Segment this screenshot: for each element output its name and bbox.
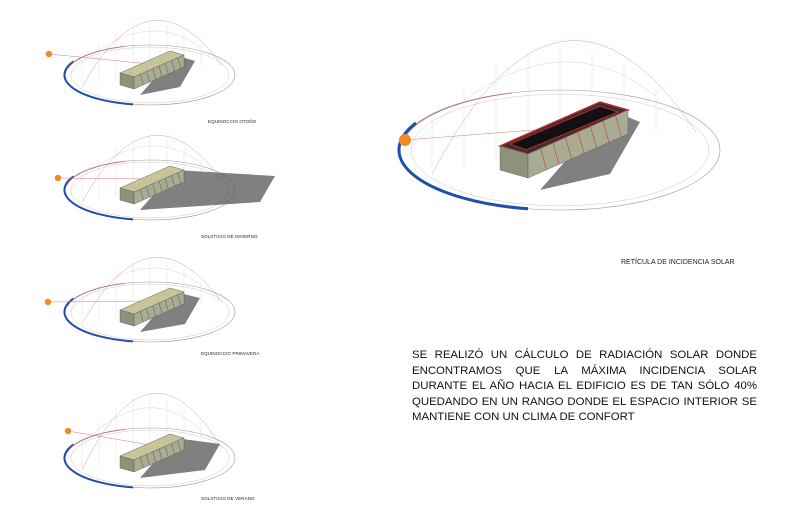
truss-member xyxy=(615,115,622,137)
diagram-label: EQUINOCCIO PRIMAVERA xyxy=(201,351,260,356)
truss-member xyxy=(152,183,156,195)
truss-member xyxy=(146,454,150,466)
truss-member xyxy=(540,148,547,170)
sun-arc xyxy=(69,267,202,313)
sun-arc xyxy=(81,257,223,325)
truss-member xyxy=(152,305,156,317)
main-diagram-label: RETÍCULA DE INCIDENCIA SOLAR xyxy=(621,259,735,266)
sun-path-red xyxy=(67,429,125,453)
truss-member xyxy=(140,457,144,468)
sunpath-diagram-spring-equinox xyxy=(44,257,236,343)
truss-member xyxy=(171,175,175,187)
sun-arc xyxy=(69,407,202,459)
truss-member xyxy=(140,74,144,85)
sun-path-blue xyxy=(63,443,134,489)
truss-member xyxy=(177,57,181,69)
diagram-label: SOLSTICIO DE VERANO xyxy=(201,496,255,501)
sun-ray xyxy=(47,300,151,303)
truss-member xyxy=(165,300,169,311)
sun-path-blue xyxy=(63,60,134,106)
sun-arc xyxy=(69,145,202,191)
diagram-label: SOLSTICIO DE INVIERNO xyxy=(201,234,258,239)
sun-icon xyxy=(54,174,62,182)
truss-member xyxy=(158,180,163,192)
sunpath-diagram-autumn-equinox xyxy=(45,20,236,106)
sun-icon xyxy=(64,427,72,435)
truss-member xyxy=(165,446,169,457)
building-side-face xyxy=(133,54,185,90)
truss-member xyxy=(165,178,169,189)
building-side-face xyxy=(133,437,185,473)
building-side-face xyxy=(133,169,185,205)
truss-member xyxy=(177,172,181,184)
sun-arc xyxy=(407,61,657,151)
sun-icon xyxy=(399,134,411,146)
truss-member xyxy=(152,451,156,463)
sun-arc xyxy=(81,20,223,88)
truss-member xyxy=(146,186,150,198)
truss-member xyxy=(158,302,163,314)
truss-member xyxy=(577,131,585,154)
building-shadow xyxy=(140,438,220,478)
sun-ray xyxy=(57,177,151,180)
diagram-label: EQUINOCCIO OTOÑO xyxy=(208,119,257,124)
sun-arc xyxy=(81,135,223,203)
truss-member xyxy=(177,440,181,452)
building-shadow xyxy=(140,292,200,332)
truss-member xyxy=(565,137,572,159)
truss-member xyxy=(158,448,163,460)
sun-ray xyxy=(67,430,151,446)
sun-arc xyxy=(69,30,202,76)
building-side-face xyxy=(527,109,629,179)
truss-member xyxy=(552,142,560,165)
truss-member xyxy=(602,120,610,143)
incidence-grid xyxy=(508,105,620,151)
building-side-face xyxy=(133,291,185,327)
sun-path-red xyxy=(404,92,513,139)
truss-member xyxy=(177,294,181,306)
description-paragraph: Se realizó un cálculo de radiación solar… xyxy=(412,349,757,424)
truss-member xyxy=(171,60,175,72)
sun-path-red xyxy=(67,283,125,307)
sun-path-blue xyxy=(63,297,134,343)
sun-ray xyxy=(48,53,151,65)
truss-member xyxy=(171,443,175,455)
truss-member xyxy=(140,311,144,322)
truss-member xyxy=(146,71,150,83)
solar-incidence-grid-diagram xyxy=(397,40,721,211)
sun-icon xyxy=(44,298,52,306)
truss-member xyxy=(140,189,144,200)
sun-icon xyxy=(45,50,53,58)
truss-member xyxy=(165,63,169,74)
truss-member xyxy=(590,126,597,148)
sun-ray xyxy=(404,127,561,141)
truss-member xyxy=(171,297,175,309)
sunpath-diagram-winter-solstice xyxy=(54,135,275,221)
sun-path-blue xyxy=(63,175,134,221)
truss-member xyxy=(152,68,156,80)
sun-path-red xyxy=(67,46,125,70)
truss-member xyxy=(158,65,163,77)
sunpath-diagram-summer-solstice xyxy=(63,393,236,489)
truss-member xyxy=(146,308,150,320)
sun-path-red xyxy=(67,161,125,185)
